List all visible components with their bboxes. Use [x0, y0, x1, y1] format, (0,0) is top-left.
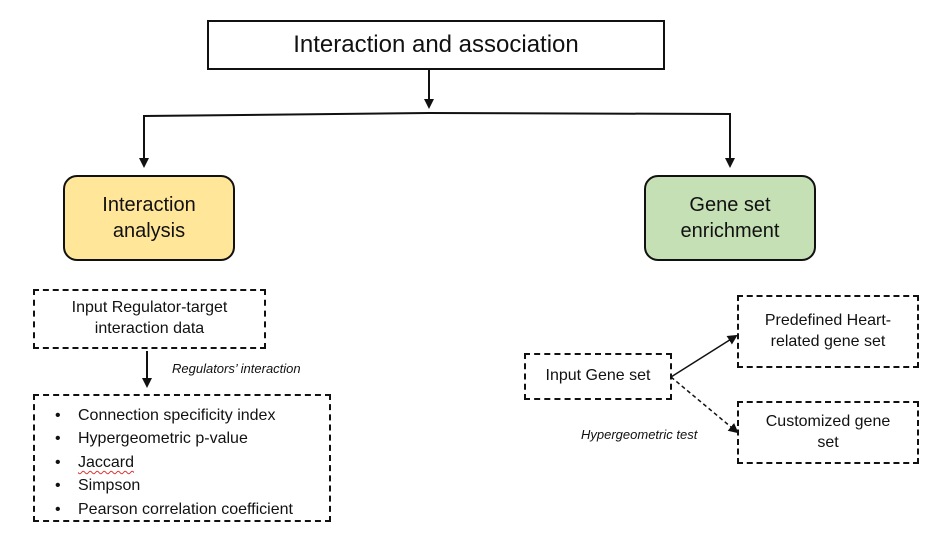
method-item: Jaccard [51, 451, 293, 475]
method-item: Connection specificity index [51, 404, 293, 428]
root-title: Interaction and association [293, 31, 579, 59]
gene-set-enrichment-box: Gene set enrichment [644, 175, 816, 261]
input-gene-set-label: Input Gene set [545, 367, 651, 385]
interaction-analysis-line1: Interaction [102, 194, 196, 216]
hypergeometric-test-label: Hypergeometric test [581, 427, 698, 442]
arrow-to-predefined [670, 334, 738, 378]
method-item: Hypergeometric p-value [51, 427, 293, 451]
arrow-to-customized [670, 376, 739, 434]
gene-set-enrichment-line1: Gene set [689, 194, 771, 216]
predefined-line2: related gene set [770, 332, 886, 350]
methods-list: Connection specificity index Hypergeomet… [51, 404, 293, 521]
input-regulator-line1: Input Regulator-target [71, 299, 228, 317]
input-gene-set-box: Input Gene set [524, 353, 672, 400]
customized-gene-set-box: Customized gene set [737, 401, 919, 464]
method-item: Pearson correlation coefficient [51, 498, 293, 522]
regulators-interaction-label: Regulators’ interaction [172, 361, 301, 376]
interaction-analysis-line2: analysis [112, 220, 186, 242]
interaction-analysis-box: Interaction analysis [63, 175, 235, 261]
root-box: Interaction and association [207, 20, 665, 70]
methods-list-box: Connection specificity index Hypergeomet… [33, 394, 331, 522]
input-regulator-box: Input Regulator-target interaction data [33, 289, 266, 349]
customized-line2: set [817, 433, 839, 451]
customized-line1: Customized gene [765, 412, 891, 430]
gene-set-enrichment-line2: enrichment [680, 220, 780, 242]
method-item: Simpson [51, 474, 293, 498]
predefined-line1: Predefined Heart- [764, 311, 892, 329]
branch-connector [143, 111, 731, 165]
predefined-heart-gene-set-box: Predefined Heart- related gene set [737, 295, 919, 368]
input-regulator-line2: interaction data [94, 320, 205, 337]
